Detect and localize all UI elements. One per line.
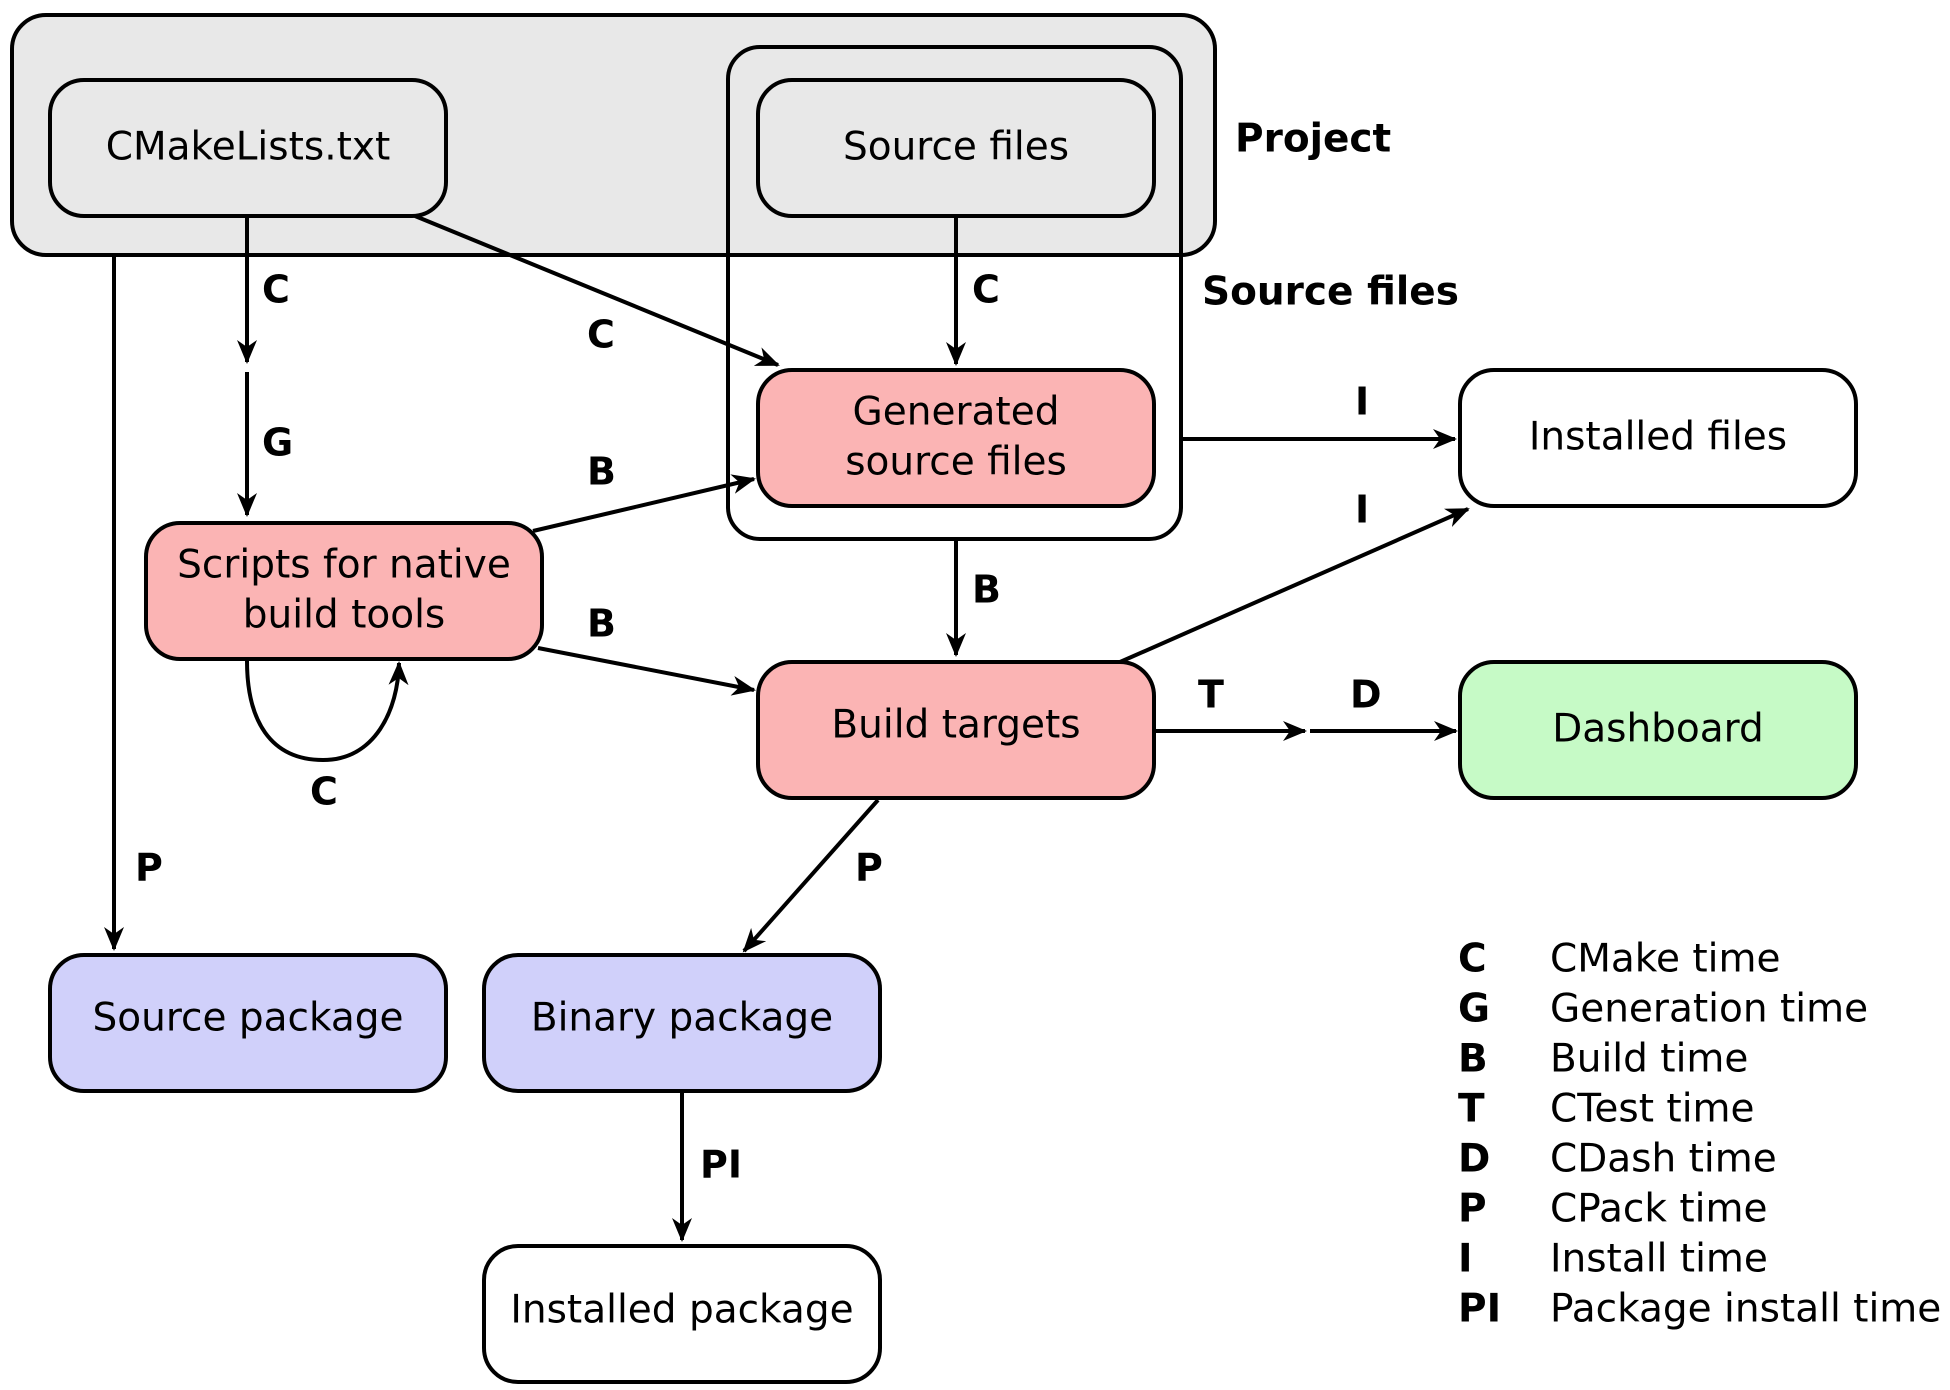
- edge-label-c-2: C: [587, 313, 615, 357]
- svg-text:Scripts for native: Scripts for native: [177, 543, 511, 588]
- edge-label-b-2: B: [587, 602, 616, 646]
- node-installed-package: Installed package: [482, 1244, 882, 1384]
- edge-label-p-2: P: [855, 846, 883, 890]
- svg-text:Generated: Generated: [853, 390, 1060, 435]
- svg-text:Generation time: Generation time: [1550, 987, 1868, 1032]
- legend-item: B Build time: [1458, 1037, 1748, 1082]
- edge-label-c-4: C: [310, 770, 338, 814]
- svg-text:Dashboard: Dashboard: [1552, 707, 1764, 752]
- svg-text:CDash time: CDash time: [1550, 1137, 1777, 1182]
- svg-text:CTest time: CTest time: [1550, 1087, 1755, 1132]
- edge-scripts-self-loop: [245, 660, 409, 763]
- legend-item: D CDash time: [1458, 1137, 1777, 1182]
- node-installed-files: Installed files: [1458, 368, 1858, 508]
- edge-label-c-3: C: [972, 268, 1000, 312]
- svg-text:Build targets: Build targets: [831, 703, 1080, 748]
- svg-text:D: D: [1458, 1137, 1490, 1182]
- node-source-files: Source files: [756, 78, 1156, 218]
- svg-text:CMake time: CMake time: [1550, 937, 1780, 982]
- edge-label-b-1: B: [587, 450, 616, 494]
- svg-text:source files: source files: [845, 440, 1067, 485]
- node-binary-package: Binary package: [482, 953, 882, 1093]
- legend-item: T CTest time: [1458, 1087, 1755, 1132]
- edge-label-i-1: I: [1355, 380, 1369, 424]
- edge-label-c-1: C: [262, 268, 290, 312]
- svg-text:G: G: [1458, 987, 1490, 1032]
- edge-label-t: T: [1198, 673, 1224, 717]
- edge-targets-to-binary-package: [742, 798, 880, 953]
- svg-text:Package install time: Package install time: [1550, 1287, 1941, 1332]
- edge-scripts-to-generated: [532, 474, 756, 533]
- node-generated-source-files: Generated source files: [756, 368, 1156, 508]
- svg-text:I: I: [1458, 1237, 1473, 1282]
- legend: C CMake time G Generation time B Build t…: [1458, 937, 1941, 1332]
- svg-text:B: B: [1458, 1037, 1488, 1082]
- node-cmakelists: CMakeLists.txt: [48, 78, 448, 218]
- edge-label-d: D: [1350, 673, 1382, 717]
- node-source-package: Source package: [48, 953, 448, 1093]
- svg-text:Binary package: Binary package: [531, 996, 833, 1041]
- edge-label-g: G: [262, 421, 293, 465]
- svg-text:PI: PI: [1458, 1287, 1501, 1332]
- svg-text:T: T: [1458, 1087, 1485, 1132]
- svg-text:CPack time: CPack time: [1550, 1187, 1767, 1232]
- svg-text:Install time: Install time: [1550, 1237, 1768, 1282]
- node-scripts-for-native-build-tools: Scripts for native build tools: [144, 521, 544, 661]
- legend-item: G Generation time: [1458, 987, 1868, 1032]
- edge-label-i-2: I: [1355, 488, 1369, 532]
- svg-text:C: C: [1458, 937, 1487, 982]
- svg-text:CMakeLists.txt: CMakeLists.txt: [106, 125, 391, 170]
- edge-label-p-1: P: [135, 846, 163, 890]
- edge-cmakelists-to-generated: [414, 214, 780, 367]
- source-files-region: [726, 45, 1183, 541]
- edge-scripts-to-targets: [537, 646, 756, 696]
- edge-label-b-3: B: [972, 568, 1001, 612]
- svg-text:Build time: Build time: [1550, 1037, 1748, 1082]
- svg-text:Source files: Source files: [843, 125, 1069, 170]
- edge-label-pi: PI: [700, 1143, 742, 1187]
- project-region-label: Project: [1235, 117, 1391, 162]
- legend-item: I Install time: [1458, 1237, 1768, 1282]
- legend-item: P CPack time: [1458, 1187, 1767, 1232]
- svg-text:build tools: build tools: [243, 593, 445, 638]
- node-dashboard: Dashboard: [1458, 660, 1858, 800]
- svg-text:P: P: [1458, 1187, 1487, 1232]
- source-files-region-label: Source files: [1202, 270, 1459, 315]
- svg-text:Source package: Source package: [93, 996, 404, 1041]
- edge-targets-to-installed-files: [1119, 507, 1470, 664]
- svg-text:Installed package: Installed package: [510, 1288, 853, 1333]
- svg-text:Installed files: Installed files: [1529, 415, 1787, 460]
- legend-item: C CMake time: [1458, 937, 1780, 982]
- legend-item: PI Package install time: [1458, 1287, 1941, 1332]
- node-build-targets: Build targets: [756, 660, 1156, 800]
